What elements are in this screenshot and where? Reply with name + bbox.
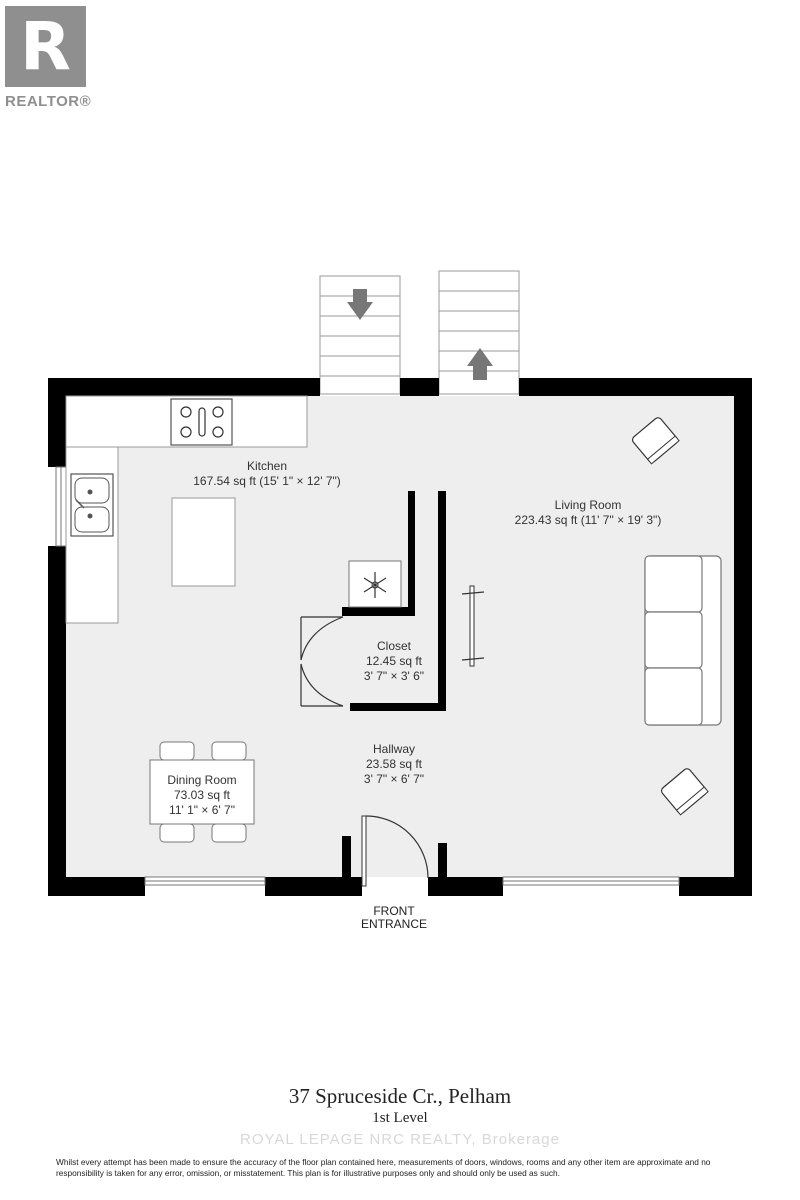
sofa xyxy=(644,555,722,726)
front-entrance-line2: ENTRANCE xyxy=(360,917,427,931)
closet-dims: 3' 7" × 3' 6" xyxy=(363,669,425,683)
dining-room-name: Dining Room xyxy=(167,773,237,787)
coat-rack xyxy=(461,585,485,667)
front-door xyxy=(361,815,429,887)
kitchen-area: 167.54 sq ft (15' 1" × 12' 7") xyxy=(193,474,341,488)
dining-room-label: Dining Room 73.03 sq ft 11' 1" × 6' 7" xyxy=(152,773,252,818)
brokerage-watermark: ROYAL LEPAGE NRC REALTY, Brokerage xyxy=(240,1131,560,1148)
stairs-up xyxy=(438,270,520,395)
armchair-top xyxy=(631,417,680,465)
hallway-label: Hallway 23.58 sq ft 3' 7" × 6' 7" xyxy=(334,742,454,787)
property-address: 37 Spruceside Cr., Pelham xyxy=(288,1084,512,1108)
living-room-name: Living Room xyxy=(554,498,622,512)
living-room-label: Living Room 223.43 sq ft (11' 7" × 19' 3… xyxy=(488,498,688,528)
exterior-walls xyxy=(48,378,752,896)
sink-icon xyxy=(70,473,114,537)
kitchen-name: Kitchen xyxy=(246,459,288,473)
stairs-down xyxy=(319,275,401,395)
closet-label: Closet 12.45 sq ft 3' 7" × 3' 6" xyxy=(334,639,454,684)
closet-double-door xyxy=(300,616,344,707)
dining-room-area: 73.03 sq ft xyxy=(173,788,231,802)
dining-room-dims: 11' 1" × 6' 7" xyxy=(169,803,235,817)
arrow-up-icon xyxy=(467,348,493,380)
windows xyxy=(55,466,680,886)
kitchen-label: Kitchen 167.54 sq ft (15' 1" × 12' 7") xyxy=(167,459,367,489)
front-entrance-line1: FRONT xyxy=(373,904,415,918)
floor-level: 1st Level xyxy=(372,1110,428,1126)
interior-walls xyxy=(342,491,447,877)
hallway-area: 23.58 sq ft xyxy=(365,757,423,771)
realtor-logo-text: REALTOR® xyxy=(5,93,92,110)
living-room-area: 223.43 sq ft (11' 7" × 19' 3") xyxy=(514,513,662,527)
snowflake-icon xyxy=(348,560,402,608)
realtor-logo: R REALTOR® xyxy=(5,6,95,116)
hallway-name: Hallway xyxy=(372,742,415,756)
closet-name: Closet xyxy=(376,639,411,653)
realtor-logo-letter: R xyxy=(20,8,71,85)
hallway-dims: 3' 7" × 6' 7" xyxy=(363,772,425,786)
arrow-down-icon xyxy=(347,289,373,320)
armchair-bottom xyxy=(660,768,709,816)
dining-set xyxy=(149,741,255,843)
stove-icon xyxy=(170,398,233,446)
realtor-logo-mark: R xyxy=(5,6,86,87)
closet-area: 12.45 sq ft xyxy=(365,654,423,668)
front-entrance-label: FRONT ENTRANCE xyxy=(344,905,444,931)
disclaimer-text: Whilst every attempt has been made to en… xyxy=(56,1157,711,1178)
kitchen-island xyxy=(171,497,236,587)
